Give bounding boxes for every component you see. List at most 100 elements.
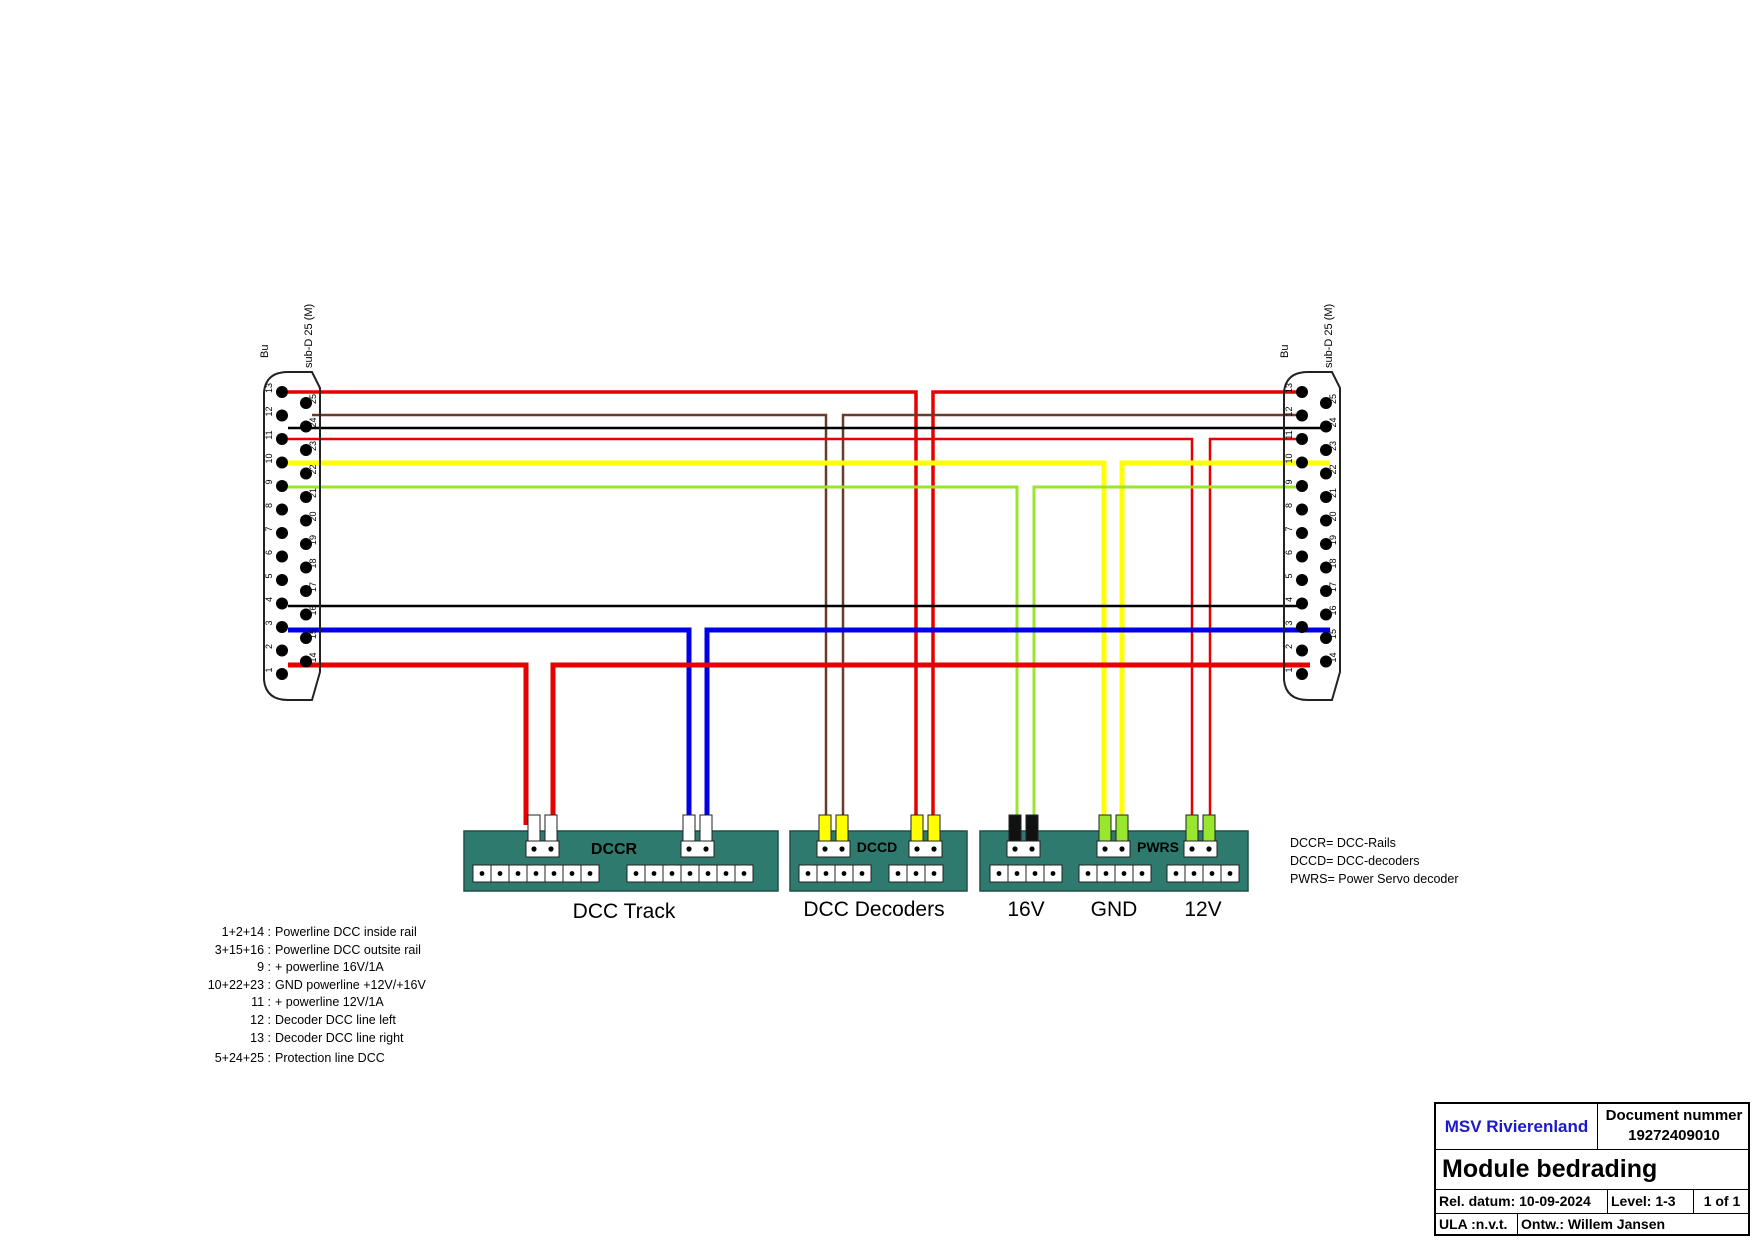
wire-7 [1208,437,1298,825]
pin-number-label: 5 [1284,573,1294,578]
pin-2 [276,644,288,657]
terminal-screw [841,871,847,876]
legend-row: 12 :Decoder DCC line left [176,1012,496,1030]
board-label-dccd: DCCD [857,839,897,855]
legend-row: 3+15+16 :Powerline DCC outsite rail [176,942,496,960]
release-date: Rel. datum: 10-09-2024 [1436,1190,1608,1214]
pin-number-label: 4 [264,597,274,602]
connector-left: 1312111098765432125242322212019181716151… [259,304,321,701]
header-pin-right [699,814,713,844]
terminal-screw [651,871,657,876]
legend-row: 10+22+23 : GND powerline +12V/+16V [176,977,496,995]
pin-number-label: 16 [1328,605,1338,615]
pin-number-label: 15 [1328,629,1338,639]
connector-right: 1312111098765432125242322212019181716151… [1279,304,1341,701]
board-caption-dcc-decoders: DCC Decoders [803,898,944,921]
terminal-dccr-left [472,864,600,883]
header-dot [1189,846,1195,852]
pin-18 [1320,561,1332,574]
terminal-screw [1085,871,1091,876]
pin-2 [1296,644,1308,657]
pin-21 [1320,491,1332,503]
header-base [1183,840,1218,858]
terminal-screw [859,871,865,876]
pin-24 [300,420,312,433]
legend-description: + powerline 16V/1A [275,960,384,975]
legend-pins: 9 : [257,960,271,975]
terminal-screw [996,871,1002,876]
pin-5 [1296,574,1308,586]
terminal-screw [1032,871,1038,876]
terminal-screw [805,871,811,876]
terminal-screw [633,871,639,876]
terminal-dccd-left [798,864,872,883]
pin-number-label: 6 [1284,550,1294,555]
terminal-screw [587,871,593,876]
legend-pins: 1+2+14 : [221,925,271,939]
terminal-screw [723,871,729,876]
pin-6 [276,550,288,563]
legend-pins: 11 : [251,995,271,1010]
pin-number-label: 3 [264,620,274,625]
pin-19 [300,538,312,550]
wire-10 [288,485,1019,825]
header-dot [839,846,845,852]
pin-12 [1296,409,1308,422]
pin-number-label: 24 [308,417,318,427]
header-dot [914,846,920,852]
abbreviation-list: DCCR= DCC-Rails DCCD= DCC-decoders PWRS=… [1290,834,1458,888]
pin-number-label: 12 [1284,406,1294,416]
legend-pins: 12 : [250,1012,271,1027]
pin-number-label: 2 [264,644,274,649]
pin-number-label: 25 [308,394,318,404]
header-base [1006,840,1041,858]
pin-17 [1320,585,1332,597]
header-base [680,840,715,858]
wire-15 [288,662,529,825]
pin-19 [1320,538,1332,550]
header-dccr-blue [680,814,715,858]
terminal-screw [1139,871,1145,876]
header-pwrs-gnd [1096,814,1131,858]
designer: Ontw.: Willem Jansen [1521,1216,1666,1232]
pin-15 [300,632,312,644]
legend-description: + powerline 12V/1A [275,995,384,1010]
pin-1 [276,668,288,680]
header-pin-left [1098,814,1112,844]
connectors: 1312111098765432125242322212019181716151… [259,304,1341,701]
legend-row: 9 : + powerline 16V/1A [176,959,496,977]
header-pin-left [910,814,924,844]
pin-9 [1296,480,1308,492]
connector-gender-label: Bu [1279,345,1291,358]
terminal-screw [913,871,919,876]
pin-number-label: 23 [308,441,318,451]
pin-8 [1296,503,1308,516]
pin-10 [276,456,288,469]
header-base [908,840,943,858]
terminal-pwrs-gnd [1078,864,1152,883]
pin-20 [300,514,312,527]
header-pin-right [1025,814,1039,844]
terminal-screw [669,871,675,876]
title-block: MSV Rivierenland Document nummer 1927240… [1434,1102,1750,1236]
pin-number-label: 8 [264,503,274,508]
header-pin-left [818,814,832,844]
pin-number-label: 1 [264,667,274,672]
document-number: 19272409010 [1628,1127,1720,1144]
legend-row: 13 :Decoder DCC line right [176,1030,496,1048]
terminal-screw [479,871,485,876]
pin-17 [300,585,312,597]
pin-number-label: 12 [264,406,274,416]
legend-pins: 13 : [250,1030,271,1045]
header-pin-right [1202,814,1216,844]
pin-number-label: 5 [264,573,274,578]
pin-number-label: 9 [264,479,274,484]
pin-number-label: 20 [1328,511,1338,521]
document-number-label: Document nummer [1605,1107,1743,1124]
wire-8 [288,460,1107,825]
pin-number-label: 10 [1284,453,1294,463]
pin-number-label: 16 [308,605,318,615]
drawing-title: Module bedrading [1436,1150,1750,1190]
legend-row: 11 : + powerline 12V/1A [176,994,496,1012]
